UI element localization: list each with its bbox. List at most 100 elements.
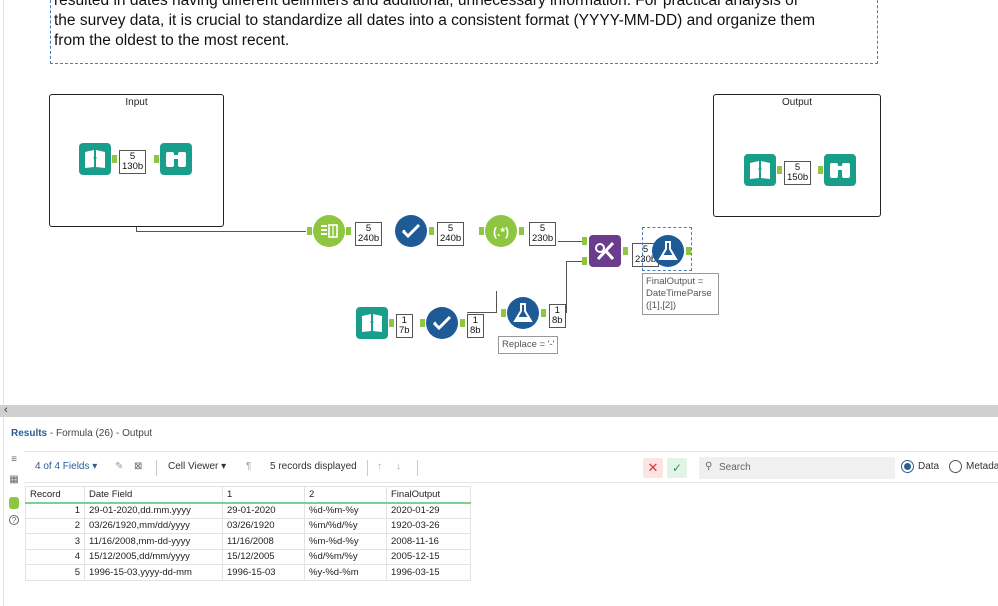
book-icon	[750, 161, 770, 179]
results-toolbar: 4 of 4 Fields ▾ ✎ ⊠ Cell Viewer ▾ ¶ 5 re…	[24, 451, 998, 483]
horizontal-scrollbar[interactable]: ‹	[0, 404, 998, 417]
output-anchor[interactable]	[686, 247, 691, 255]
wire	[136, 231, 306, 232]
table-cell[interactable]: 15/12/2005	[222, 548, 305, 565]
output-anchor[interactable]	[429, 227, 434, 235]
table-row[interactable]: 5 1996-15-03,yyyy-dd-mm 1996-15-03 %y-%d…	[25, 564, 471, 581]
search-input[interactable]: ⚲ Search	[699, 457, 895, 479]
comment-box[interactable]: resulted in dates having different delim…	[50, 0, 878, 64]
table-cell[interactable]: 2008-11-16	[386, 533, 471, 550]
column-header[interactable]: 2	[304, 486, 387, 504]
column-header[interactable]: Record	[25, 486, 85, 504]
cancel-button[interactable]: ✕	[643, 458, 663, 478]
record-cell: 5	[25, 564, 85, 581]
output-anchor[interactable]	[777, 166, 782, 174]
column-header[interactable]: 1	[222, 486, 305, 504]
input-anchor[interactable]	[420, 319, 425, 327]
table-cell[interactable]: 1996-15-03,yyyy-dd-mm	[84, 564, 223, 581]
table-cell[interactable]: %m-%d-%y	[304, 533, 387, 550]
wire	[467, 312, 497, 313]
select-tool[interactable]	[395, 215, 427, 247]
edit-icon[interactable]: ✎	[115, 461, 124, 472]
book-icon	[362, 314, 382, 332]
text-input-tool[interactable]	[356, 307, 388, 339]
formula-26-tool[interactable]	[652, 235, 684, 267]
table-row[interactable]: 1 29-01-2020,dd.mm.yyyy 29-01-2020 %d-%m…	[25, 502, 471, 519]
table-cell[interactable]: 11/16/2008,mm-dd-yyyy	[84, 533, 223, 550]
scroll-left-icon[interactable]: ‹	[4, 404, 8, 416]
table-row[interactable]: 2 03/26/1920,mm/dd/yyyy 03/26/1920 %m/%d…	[25, 517, 471, 534]
table-cell[interactable]: %y-%d-%m	[304, 564, 387, 581]
table-cell[interactable]: 29-01-2020	[222, 502, 305, 519]
browse-tool[interactable]	[824, 154, 856, 186]
input-anchor[interactable]	[818, 166, 823, 174]
pilcrow-icon[interactable]: ¶	[246, 461, 252, 472]
table-row[interactable]: 3 11/16/2008,mm-dd-yyyy 11/16/2008 %m-%d…	[25, 533, 471, 550]
output-input-tool[interactable]	[744, 154, 776, 186]
column-header[interactable]: Date Field	[84, 486, 223, 504]
data-radio[interactable]	[901, 460, 914, 473]
table-cell[interactable]: 15/12/2005,dd/mm/yyyy	[84, 548, 223, 565]
table-cell[interactable]: 1920-03-26	[386, 517, 471, 534]
table-cell[interactable]: 1996-03-15	[386, 564, 471, 581]
binoculars-icon	[830, 163, 850, 178]
table-cell[interactable]: %m/%d/%y	[304, 517, 387, 534]
anchor-icon[interactable]	[9, 497, 19, 509]
input-anchor[interactable]	[501, 309, 506, 317]
output-anchor[interactable]	[623, 247, 628, 255]
close-box-icon[interactable]: ⊠	[134, 461, 143, 472]
join-right-anchor[interactable]	[582, 257, 587, 265]
table-cell[interactable]: 03/26/1920	[222, 517, 305, 534]
records-displayed: 5 records displayed	[270, 461, 357, 472]
formula-replace-tool[interactable]	[507, 297, 539, 329]
arrow-down-icon[interactable]: ↓	[396, 461, 401, 472]
browse-tool[interactable]	[160, 143, 192, 175]
input-anchor[interactable]	[154, 155, 159, 163]
text-to-columns-tool[interactable]	[313, 215, 345, 247]
output-anchor[interactable]	[389, 319, 394, 327]
checkmark-icon	[401, 223, 421, 239]
output-anchor[interactable]	[346, 227, 351, 235]
output-anchor[interactable]	[541, 309, 546, 317]
results-title: Results - Formula (26) - Output	[11, 428, 153, 439]
apply-button[interactable]: ✓	[667, 458, 687, 478]
help-icon[interactable]: ?	[9, 515, 19, 525]
table-cell[interactable]: 29-01-2020,dd.mm.yyyy	[84, 502, 223, 519]
select-tool[interactable]	[426, 307, 458, 339]
list-icon[interactable]: ≡	[11, 454, 17, 465]
output-container[interactable]: Output	[713, 94, 881, 217]
divider	[367, 460, 368, 476]
table-cell[interactable]: 1996-15-03	[222, 564, 305, 581]
output-anchor[interactable]	[460, 319, 465, 327]
workflow-canvas[interactable]: resulted in dates having different delim…	[0, 0, 998, 405]
input-anchor[interactable]	[479, 227, 484, 235]
output-anchor[interactable]	[112, 155, 117, 163]
regex-tool[interactable]: (.*)	[485, 215, 517, 247]
results-sidebar: ≡ ▦ ?	[4, 451, 24, 606]
input-data-tool[interactable]	[79, 143, 111, 175]
wire	[558, 241, 582, 242]
table-row[interactable]: 4 15/12/2005,dd/mm/yyyy 15/12/2005 %d/%m…	[25, 548, 471, 565]
table-cell[interactable]: %d-%m-%y	[304, 502, 387, 519]
table-cell[interactable]: 03/26/1920,mm/dd/yyyy	[84, 517, 223, 534]
join-tool[interactable]	[589, 235, 621, 267]
output-anchor[interactable]	[519, 227, 524, 235]
fields-dropdown[interactable]: 4 of 4 Fields ▾	[35, 461, 98, 472]
table-cell[interactable]: 2020-01-29	[386, 502, 471, 519]
formula-replace-annotation: Replace = '-'	[498, 336, 559, 354]
metadata-radio-label: Metada	[966, 461, 998, 472]
join-left-anchor[interactable]	[582, 237, 587, 245]
flask-icon	[513, 303, 533, 322]
join-icon	[595, 241, 615, 261]
divider	[417, 460, 418, 476]
column-header[interactable]: FinalOutput	[386, 486, 471, 504]
cell-viewer-dropdown[interactable]: Cell Viewer ▾	[168, 461, 227, 472]
table-cell[interactable]: 2005-12-15	[386, 548, 471, 565]
table-cell[interactable]: %d/%m/%y	[304, 548, 387, 565]
table-icon[interactable]: ▦	[9, 474, 19, 485]
table-cell[interactable]: 11/16/2008	[222, 533, 305, 550]
metadata-radio[interactable]	[949, 460, 962, 473]
arrow-up-icon[interactable]: ↑	[377, 461, 382, 472]
input-anchor[interactable]	[307, 227, 312, 235]
